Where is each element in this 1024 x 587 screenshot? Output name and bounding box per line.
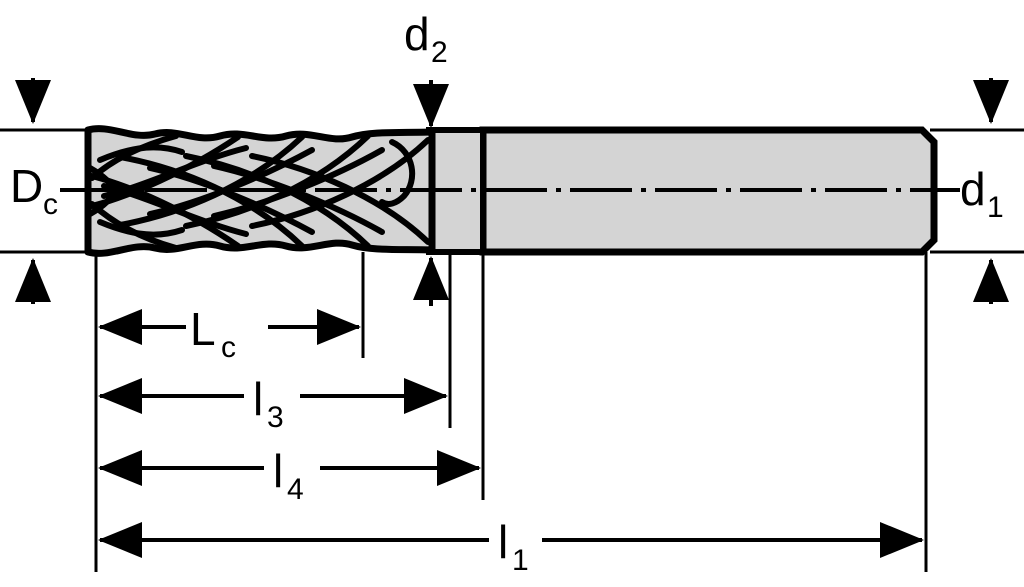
flute-land-lower-3	[147, 165, 315, 235]
flute-helix-lines	[87, 133, 431, 251]
flute-land-upper-1	[97, 144, 185, 163]
flute-land-lower-1	[97, 219, 185, 238]
flute-land-lower-4	[211, 163, 385, 235]
dimension-label-Lc-subscript: c	[221, 331, 236, 364]
dimension-label-d2-subscript: 2	[431, 36, 448, 69]
dimension-label-l4: l	[273, 445, 283, 497]
dimension-label-d1: d	[960, 163, 986, 215]
extension-lines	[0, 128, 1024, 572]
dimension-label-l3-subscript: 3	[267, 401, 284, 434]
dimension-label-Dc: D	[10, 160, 43, 212]
dimension-label-d2: d	[404, 8, 430, 60]
dimension-label-l4-subscript: 4	[287, 473, 304, 506]
dimension-label-d1-subscript: 1	[987, 191, 1004, 224]
dimension-label-Lc: L	[190, 303, 216, 355]
dimension-label-Dc-subscript: c	[43, 188, 58, 221]
dimension-label-l3: l	[253, 373, 263, 425]
dimension-label-l1: l	[498, 516, 508, 568]
dimension-label-l1-subscript: 1	[512, 544, 529, 577]
flute-rear-corner	[379, 139, 415, 207]
flute-lower-5	[249, 153, 431, 245]
